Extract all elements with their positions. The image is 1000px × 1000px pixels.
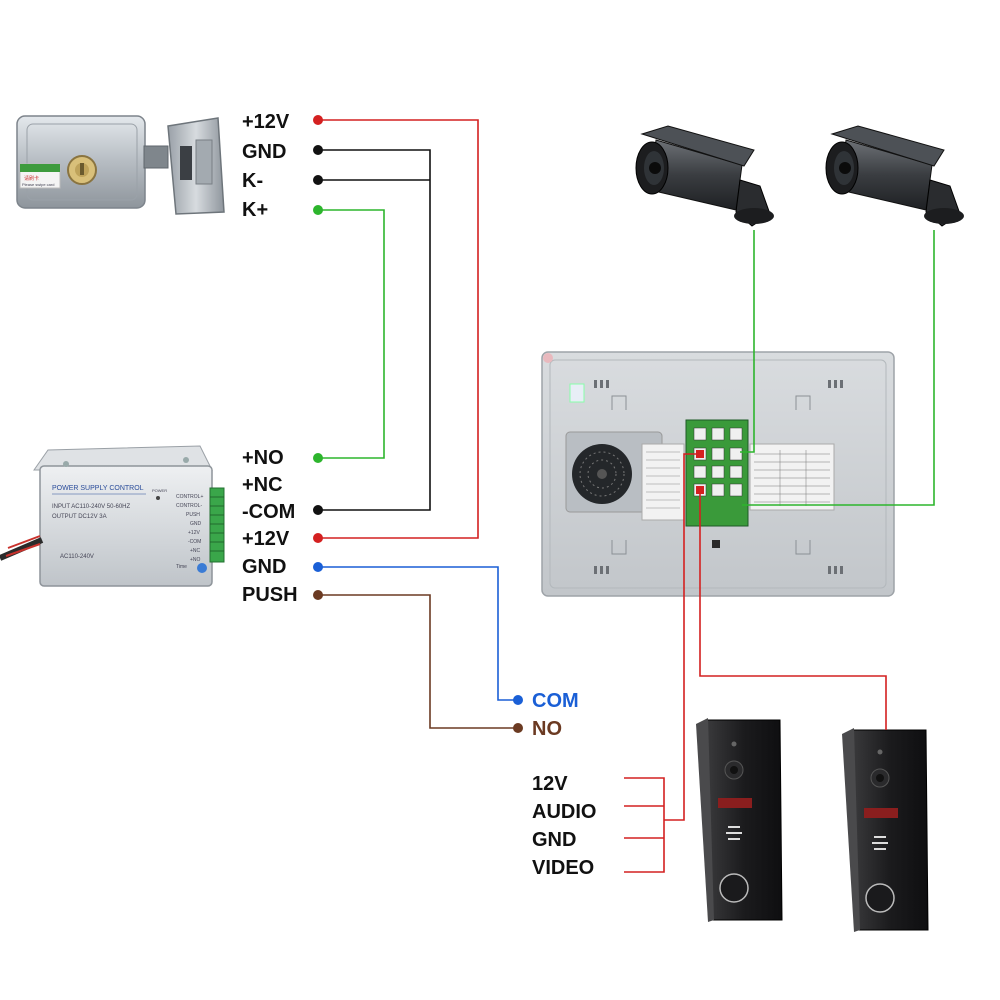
wire-12v-red — [318, 119, 479, 539]
door-station-2 — [842, 728, 929, 932]
lock-label-12v: +12V — [242, 111, 290, 133]
wires — [318, 119, 935, 873]
wire-door-2 — [699, 490, 887, 730]
exit-button-labels: COM NO — [532, 690, 579, 740]
exit-label-no: NO — [532, 718, 562, 740]
psu-label-nc: +NC — [242, 474, 283, 496]
psu-ac-label: AC110-240V — [60, 554, 94, 560]
psu-output-label: OUTPUT DC12V 3A — [52, 514, 107, 520]
psu-label-12v: +12V — [242, 528, 290, 550]
psu-label-no: +NO — [242, 447, 284, 469]
lock-label-kminus: K- — [242, 170, 263, 192]
psu-terminal-wire-labels: +NO +NC -COM +12V GND PUSH — [242, 447, 298, 606]
psu-terminal-labels: CONTROL+ CONTROL- PUSH GND +12V -COM +NC… — [176, 494, 203, 563]
psu-power-label: POWER — [152, 488, 167, 493]
door-label-video: VIDEO — [532, 857, 594, 879]
electric-lock: 请刷卡 Please swipe card — [16, 115, 225, 215]
terminal-dots — [313, 115, 523, 733]
psu-term-7: +NC — [190, 548, 201, 554]
psu-label-gnd: GND — [242, 556, 286, 578]
exit-label-com: COM — [532, 690, 579, 712]
psu-term-2: CONTROL- — [176, 503, 202, 509]
lock-sticker-subtext: Please swipe card — [22, 182, 54, 187]
wire-gnd-black — [318, 149, 431, 511]
lock-sticker: 请刷卡 Please swipe card — [19, 163, 61, 189]
time-adjust-knob — [197, 563, 207, 573]
wire-camera-1 — [740, 230, 755, 453]
door-label-audio: AUDIO — [532, 801, 596, 823]
psu-label-com: -COM — [242, 501, 295, 523]
camera-1 — [635, 125, 774, 227]
psu-term-6: -COM — [188, 539, 201, 545]
psu-time-label: Time — [176, 564, 187, 570]
call-button-icon — [719, 873, 749, 903]
power-supply-unit: POWER SUPPLY CONTROL INPUT AC110-240V 50… — [0, 445, 225, 587]
lock-terminal-labels: +12V GND K- K+ — [242, 111, 290, 221]
lock-label-gnd: GND — [242, 141, 286, 163]
psu-input-label: INPUT AC110-240V 50-60HZ — [52, 504, 130, 510]
door-station-labels: 12V AUDIO GND VIDEO — [532, 773, 596, 879]
door-label-12v: 12V — [532, 773, 568, 795]
psu-term-1: CONTROL+ — [176, 494, 203, 500]
psu-term-8: +NO — [190, 557, 201, 563]
psu-title: POWER SUPPLY CONTROL — [52, 485, 144, 492]
lock-strike-plate — [167, 117, 225, 215]
wire-kplus-green — [318, 209, 385, 459]
lock-label-kplus: K+ — [242, 199, 268, 221]
indoor-monitor — [541, 351, 895, 597]
psu-label-push: PUSH — [242, 584, 298, 606]
wire-com-blue — [318, 566, 518, 701]
psu-mains-cable — [0, 535, 44, 561]
wire-door-1 — [664, 453, 700, 821]
monitor-label-sticker — [641, 443, 685, 521]
psu-term-3: PUSH — [186, 512, 200, 518]
psu-term-4: GND — [190, 521, 202, 527]
door-station-1 — [696, 718, 783, 922]
wire-camera-2 — [742, 230, 935, 506]
door-label-gnd: GND — [532, 829, 576, 851]
wire-no-brown — [318, 594, 518, 729]
call-button-icon — [865, 883, 895, 913]
lock-sticker-text: 请刷卡 — [24, 175, 39, 182]
psu-terminal-block — [209, 487, 225, 563]
psu-term-5: +12V — [188, 530, 200, 536]
wire-door-bracket — [624, 777, 665, 873]
camera-2 — [825, 125, 964, 227]
